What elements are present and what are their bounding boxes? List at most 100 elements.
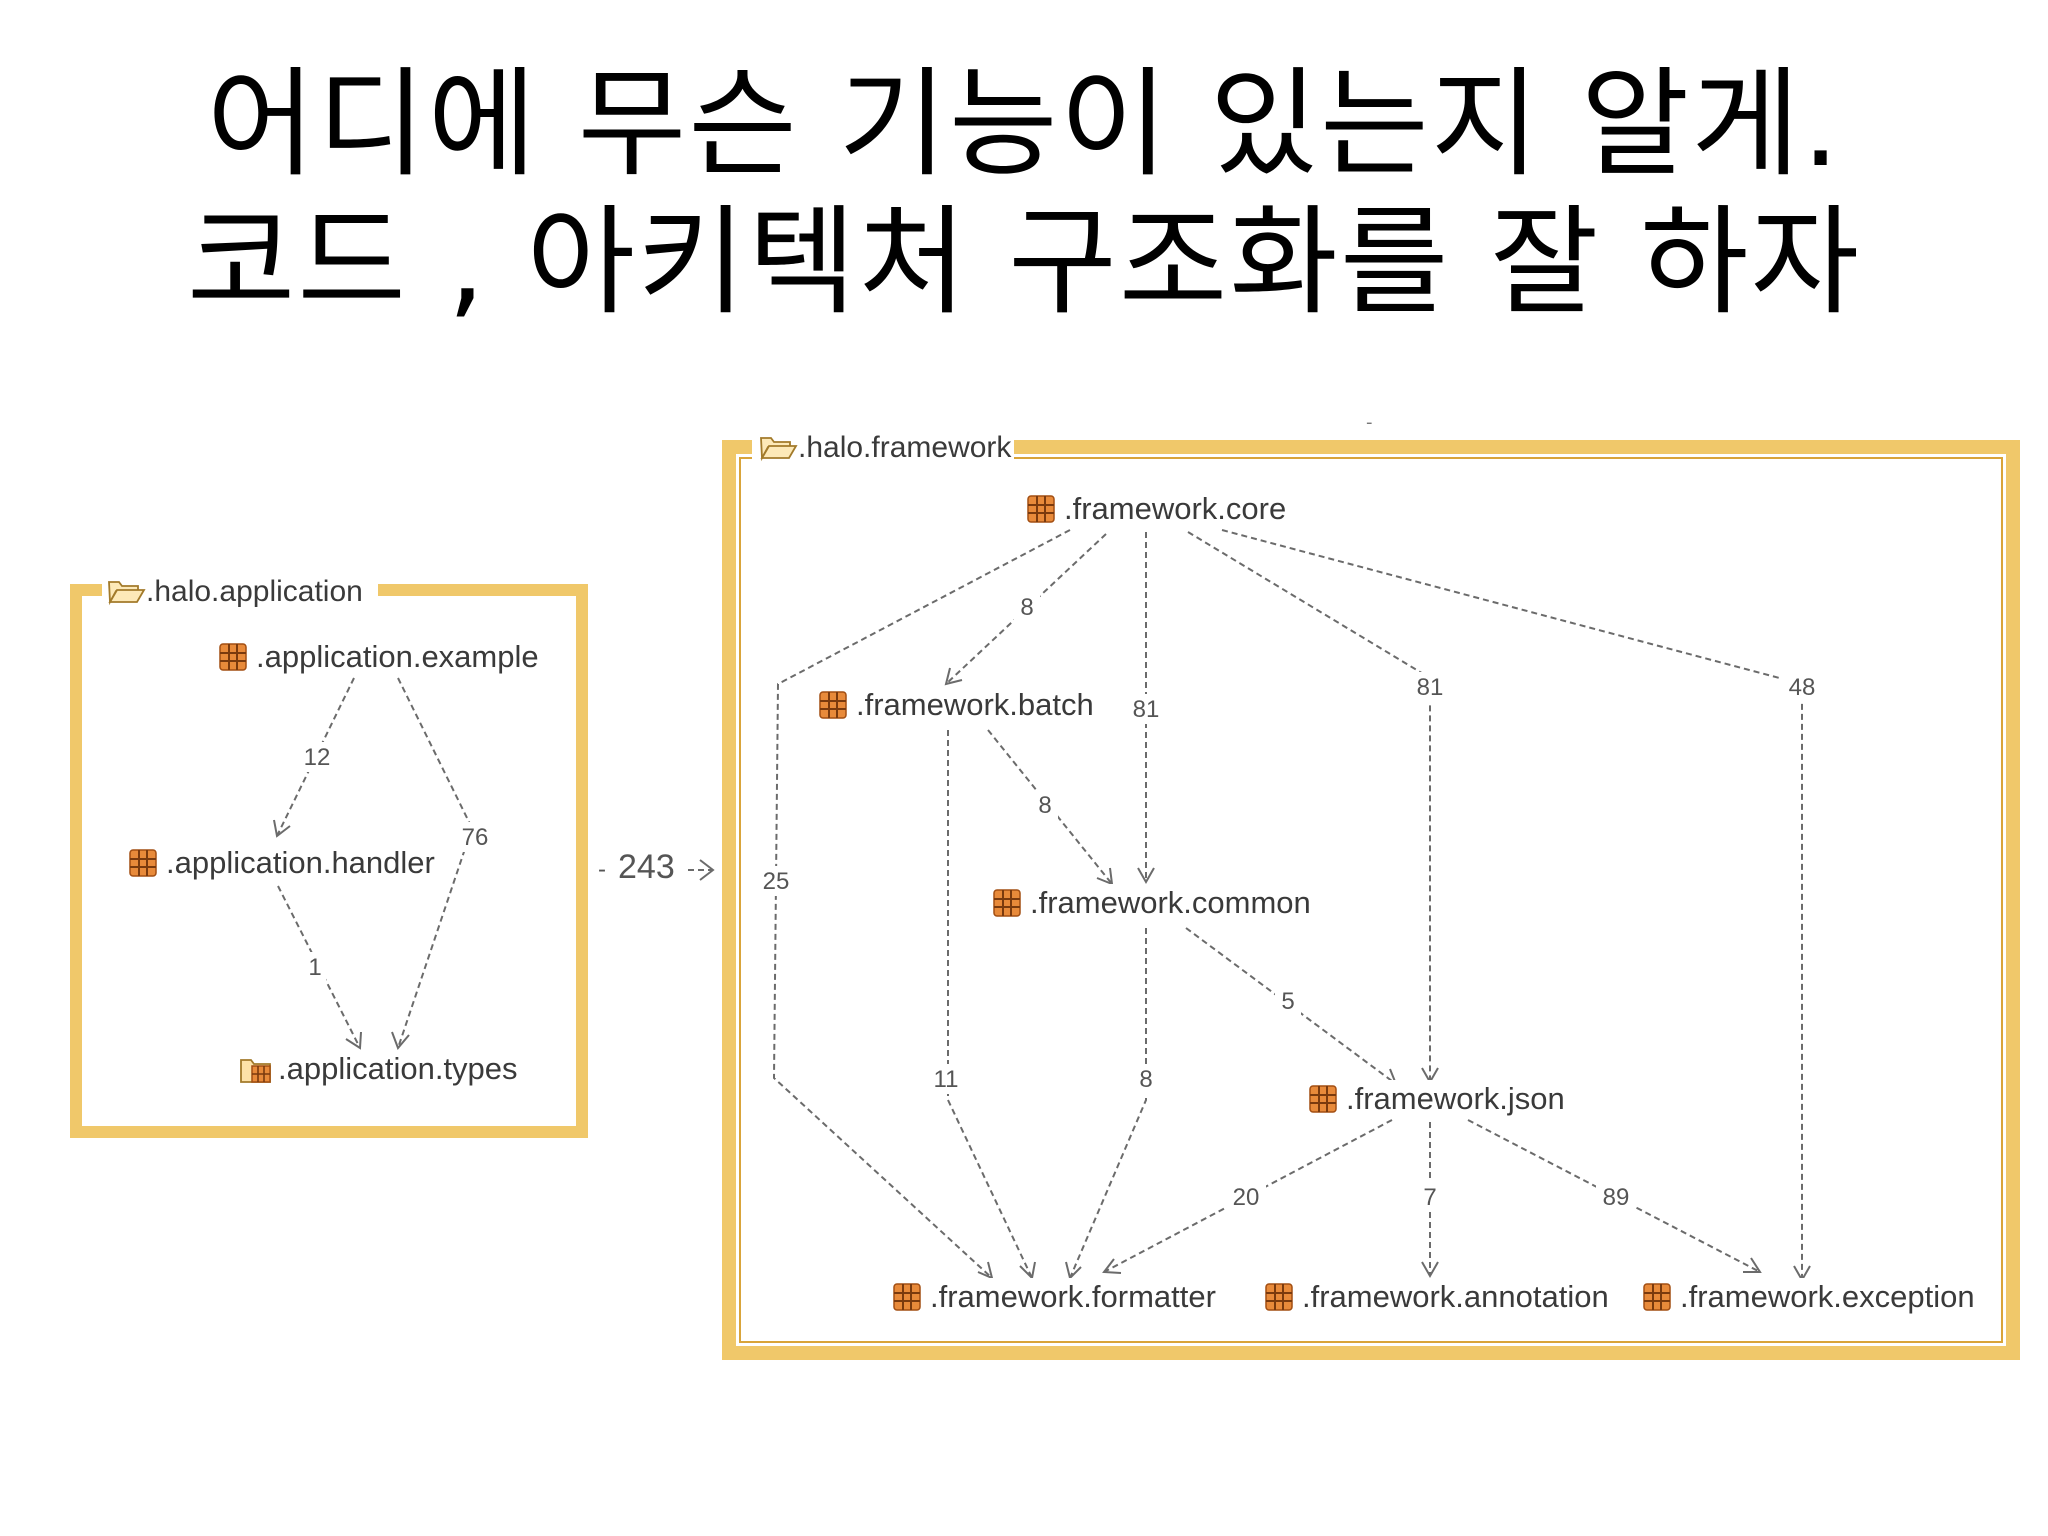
edge-line [1069,928,1147,1279]
edge-label-bg [1417,1182,1443,1212]
edge-label: 8 [1038,792,1051,819]
group-framework[interactable]: .halo.framework - [722,412,2020,1360]
package-label: .framework.core [1064,491,1286,526]
edge-label: 8 [1020,594,1033,621]
edge-batch-to-formatter: 11 [926,730,1036,1281]
edge-line [987,729,1113,885]
edge-line [772,529,1071,1279]
edge-example-to-types: 76 [391,677,494,1050]
package-label: .application.example [256,639,539,674]
edges: 12 76 1 8 [273,529,1822,1283]
edge-handler-to-types: 1 [277,885,362,1050]
edge-label: 7 [1423,1184,1436,1211]
edge-line [397,677,474,1049]
package-icon [1265,1283,1293,1311]
edge-label: 48 [1789,674,1816,701]
arrowhead [1065,1261,1082,1280]
cross-dependency-arrowhead [699,859,715,881]
arrowhead [1743,1257,1762,1273]
edge-label-bg [1126,694,1166,724]
package-icon [1027,495,1055,523]
package-label: .framework.json [1346,1081,1565,1116]
package-label: .framework.batch [856,687,1094,722]
cross-dependency-label: 243 [618,848,675,886]
node-bg [988,884,1306,922]
arrowhead [1102,1258,1122,1274]
edge-core-to-formatter: 25 [756,529,1071,1280]
group-inner-frame-framework [739,457,2003,1343]
cross-group-dependency: - 243 [598,848,715,886]
package-icon [1643,1283,1671,1311]
package-icon [219,643,247,671]
edge-label-bg [1226,1182,1266,1212]
cross-dependency-dash: - [598,856,606,883]
package-application-example[interactable]: .application.example [214,638,542,676]
package-label: .application.handler [166,845,435,880]
edge-label-bg [1410,672,1450,702]
edge-json-to-exception: 89 [1467,1119,1762,1273]
group-label-application: .halo.application [146,575,363,608]
edge-label: 12 [304,744,331,771]
package-application-handler[interactable]: .application.handler [124,844,446,882]
edge-batch-to-common: 8 [987,729,1114,886]
arrowhead [977,1261,994,1280]
package-application-types[interactable]: .application.types [234,1050,524,1088]
edge-label: 11 [934,1066,959,1093]
arrowhead [1019,1261,1036,1281]
edge-label: 1 [308,954,321,981]
package-icon [129,849,157,877]
package-framework-annotation[interactable]: .framework.annotation [1260,1278,1609,1316]
open-folder-icon [760,437,798,462]
edge-label: 20 [1233,1184,1260,1211]
edge-label-bg [298,742,336,772]
package-framework-exception[interactable]: .framework.exception [1638,1278,1978,1316]
edge-label: 8 [1139,1066,1152,1093]
slide-title: 어디에 무슨 기능이 있는지 알게. 코드 , 아키텍처 구조화를 잘 하자 [0,55,2048,331]
node-bg [1022,490,1278,528]
package-label: .framework.annotation [1302,1279,1609,1314]
edge-label: 81 [1417,674,1444,701]
edge-common-to-json: 5 [1185,927,1398,1086]
edge-label: 89 [1603,1184,1630,1211]
open-folder-icon [108,581,146,606]
group-application[interactable]: .halo.application [70,568,588,1138]
edge-example-to-handler: 12 [273,677,355,838]
package-framework-json[interactable]: .framework.json [1304,1080,1566,1118]
edge-core-to-batch: 8 [944,533,1107,686]
title-line-1: 어디에 무슨 기능이 있는지 알게. [206,55,1842,193]
node-bg [124,844,446,882]
package-icon [893,1283,921,1311]
package-icon [993,889,1021,917]
node-bg [1638,1278,1978,1316]
edge-label-bg [456,822,494,852]
title-line-2: 코드 , 아키텍처 구조화를 잘 하자 [186,193,1862,331]
edge-label-bg [1032,790,1058,820]
edge-line [947,730,1033,1279]
edge-label-bg [1275,986,1301,1016]
node-bg [234,1050,524,1088]
package-icon [1309,1085,1337,1113]
package-framework-core[interactable]: .framework.core [1022,490,1286,528]
edge-line [1187,531,1431,1082]
arrowhead [391,1031,410,1050]
node-bg [1260,1278,1606,1316]
edge-label-bg [304,952,326,982]
edge-label-bg [926,1064,966,1094]
frame-tick-mark: - [1366,412,1373,433]
package-label: .application.types [278,1051,518,1086]
node-bg [1304,1080,1566,1118]
package-framework-common[interactable]: .framework.common [988,884,1311,922]
edge-label: 76 [462,824,489,851]
package-icon [819,691,847,719]
edge-json-to-formatter: 20 [1102,1119,1393,1274]
arrowhead [345,1031,362,1050]
package-framework-batch[interactable]: .framework.batch [814,686,1094,724]
edge-label: 81 [1133,696,1160,723]
arrowhead [944,667,963,686]
group-frame-framework [722,440,2020,1360]
package-label: .framework.formatter [930,1279,1216,1314]
package-framework-formatter[interactable]: .framework.formatter [888,1278,1218,1316]
edge-common-to-formatter: 8 [1065,928,1159,1280]
arrowhead [1137,867,1155,885]
arrowhead [1421,1261,1439,1279]
